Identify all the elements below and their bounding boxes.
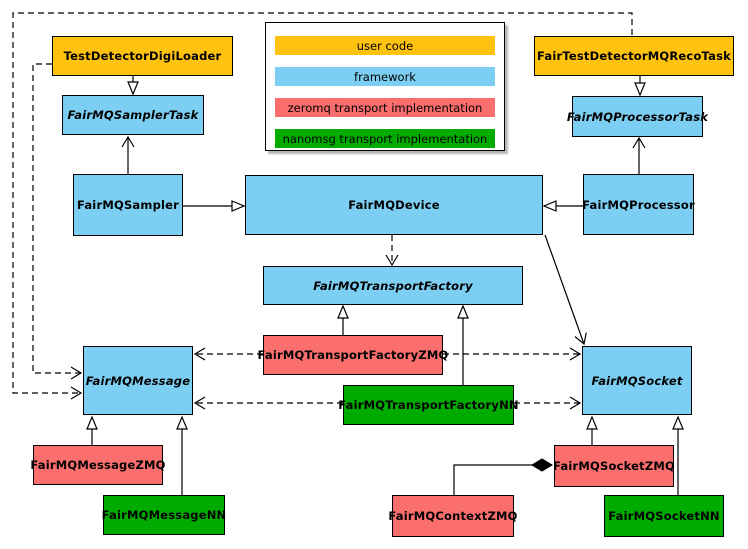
class-label: FairMQMessageZMQ — [30, 458, 166, 472]
class-label: FairMQTransportFactory — [313, 278, 473, 293]
class-box-testdetectordigiloader: TestDetectorDigiLoader — [52, 36, 233, 76]
class-label: TestDetectorDigiLoader — [63, 49, 222, 63]
class-label: FairMQSamplerTask — [67, 108, 199, 122]
legend-label: framework — [354, 69, 416, 84]
class-label: FairMQSocketNN — [608, 509, 720, 523]
class-label: FairMQProcessorTask — [566, 109, 709, 124]
class-label: FairMQContextZMQ — [388, 509, 518, 523]
class-box-fairmqsocket: FairMQSocket — [582, 346, 692, 415]
class-box-fairmqdevice: FairMQDevice — [245, 175, 543, 235]
class-box-fairmqcontextzmq: FairMQContextZMQ — [388, 495, 517, 537]
class-box-fairmqmessage: FairMQMessage — [83, 346, 193, 415]
class-box-fairmqsocketzmq: FairMQSocketZMQ — [553, 445, 675, 487]
class-box-fairmqmessagenn: FairMQMessageNN — [101, 495, 227, 535]
legend: user code framework zeromq transport imp… — [265, 22, 505, 151]
class-box-fairmqsamplertask: FairMQSamplerTask — [62, 95, 204, 135]
legend-item-zeromq: zeromq transport implementation — [275, 98, 495, 117]
class-box-fairmqtransportfactory: FairMQTransportFactory — [263, 266, 523, 305]
legend-label: zeromq transport implementation — [287, 100, 483, 115]
edge-association-device-socket — [544, 234, 587, 346]
class-label: FairMQDevice — [348, 198, 440, 212]
class-label: FairMQSocketZMQ — [553, 459, 675, 473]
class-label: FairTestDetectorMQRecoTask — [537, 49, 731, 63]
class-box-fairmqsocketnn: FairMQSocketNN — [604, 495, 724, 537]
class-label: FairMQMessage — [85, 373, 191, 388]
class-label: FairMQSocket — [591, 373, 683, 388]
legend-label: user code — [356, 38, 414, 53]
legend-item-nanomsg: nanomsg transport implementation — [275, 129, 495, 148]
class-label: FairMQSampler — [76, 198, 180, 212]
class-label: FairMQTransportFactoryNN — [338, 398, 519, 412]
class-box-fairmqmessagezmq: FairMQMessageZMQ — [30, 445, 166, 485]
class-label: FairMQTransportFactoryZMQ — [257, 348, 449, 362]
class-box-fairmqprocessor: FairMQProcessor — [582, 174, 695, 235]
legend-label: nanomsg transport implementation — [282, 131, 488, 146]
class-box-fairmqsampler: FairMQSampler — [73, 174, 183, 236]
class-box-fairmqprocessortask: FairMQProcessorTask — [567, 96, 708, 137]
edge-composition-contextzmq-socketzmq — [453, 458, 553, 495]
class-box-fairmqtransportfactorynn: FairMQTransportFactoryNN — [338, 385, 519, 425]
class-box-fairtestdetectormqrecotask: FairTestDetectorMQRecoTask — [534, 36, 734, 76]
legend-item-framework: framework — [275, 67, 495, 86]
class-box-fairmqtransportfactoryzmq: FairMQTransportFactoryZMQ — [258, 335, 448, 375]
class-label: FairMQMessageNN — [101, 508, 227, 522]
legend-item-user-code: user code — [275, 36, 495, 55]
class-label: FairMQProcessor — [582, 197, 695, 212]
